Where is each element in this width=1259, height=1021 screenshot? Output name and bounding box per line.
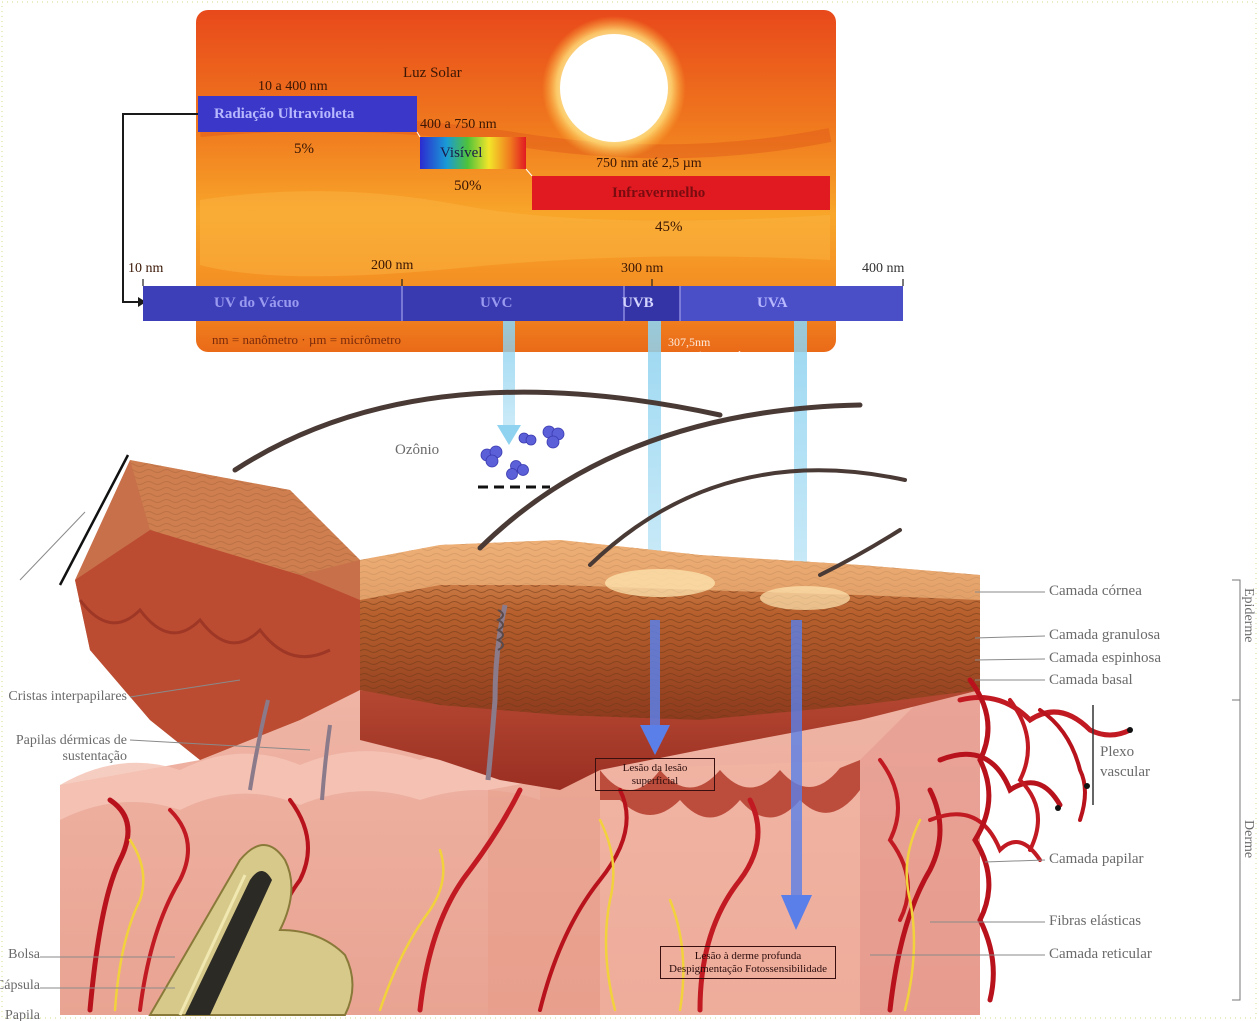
label-papilar: Camada papilar [1049, 852, 1144, 867]
uvc-beam-arrow [497, 425, 521, 445]
uvc-beam [503, 321, 515, 429]
uv-percent: 5% [294, 142, 314, 157]
label-fibras-elasticas: Fibras elásticas [1049, 914, 1141, 929]
visible-band-label: Visível [440, 146, 482, 161]
label-bolsa: Bolsa [8, 948, 40, 962]
label-plexo-vascular: Plexo vascular [1100, 742, 1175, 783]
sun-core [560, 34, 668, 142]
band-uva: UVA [757, 296, 788, 311]
label-corneum: Camada córnea [1049, 584, 1142, 599]
label-cristas-interpapilares: Cristas interpapilares [8, 690, 127, 704]
header-epidermis: Epiderme [1240, 588, 1256, 642]
visible-percent: 50% [454, 179, 482, 194]
layer-bracket [1232, 580, 1240, 1000]
uvb-lesion-box: Lesão da lesão superficial [595, 758, 715, 791]
label-espinhosa: Camada espinhosa [1049, 651, 1161, 666]
label-basal: Camada basal [1049, 673, 1133, 688]
band-uv-vacuum: UV do Vácuo [214, 296, 299, 311]
uva-segment [680, 286, 903, 321]
left-label-clip: Cristas interpapilares Papilas dérmicas … [0, 0, 135, 1021]
tick-label-300nm: 300 nm [621, 262, 663, 276]
ozone-molecules-icon [478, 426, 564, 487]
sunlight-title: Luz Solar [403, 66, 462, 81]
units-note: nm = nanômetro · µm = micrômetro [212, 333, 401, 346]
band-uvb: UVB [622, 296, 654, 311]
uv-range-label: 10 a 400 nm [258, 80, 328, 94]
label-granulosa: Camada granulosa [1049, 628, 1160, 643]
uva-beam [794, 321, 807, 591]
uv-band-label: Radiação Ultravioleta [214, 107, 354, 122]
uvb-beam [648, 321, 661, 579]
uvb-wavelength-note: 307,5nm comprimento de onda mais eficaz … [668, 336, 763, 402]
label-reticular: Camada reticular [1049, 947, 1152, 962]
ir-range-label: 750 nm até 2,5 µm [596, 157, 702, 171]
ir-band-label: Infravermelho [612, 186, 705, 201]
header-dermis: Derme [1240, 820, 1256, 858]
tick-label-200nm: 200 nm [371, 259, 413, 273]
tick-label-400nm: 400 nm [862, 262, 904, 276]
label-papila: Papila [5, 1009, 40, 1021]
band-uvc: UVC [480, 296, 513, 311]
label-capsula: Cápsula [0, 979, 40, 993]
uva-lesion-box: Lesão à derme profunda Despigmentação Fo… [660, 946, 836, 979]
uvc-segment [402, 286, 624, 321]
visible-range-label: 400 a 750 nm [420, 118, 497, 132]
label-papilas-dermicas: Papilas dérmicas de sustentação [0, 733, 127, 765]
ir-percent: 45% [655, 220, 683, 235]
ozone-label: Ozônio [395, 443, 439, 458]
